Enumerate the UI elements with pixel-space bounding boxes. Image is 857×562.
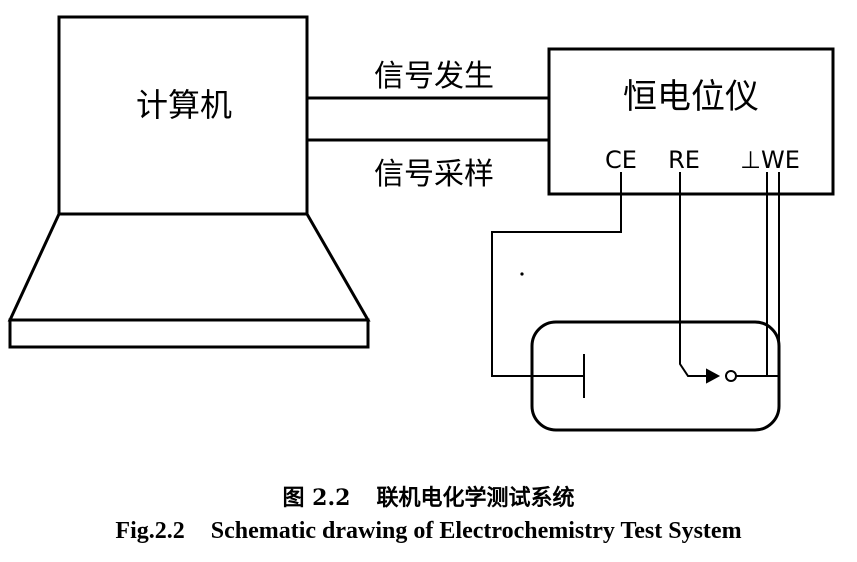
caption-en-number: Fig.2.2 bbox=[115, 518, 185, 544]
caption-cn-title: 联机电化学测试系统 bbox=[376, 485, 575, 511]
potentiostat-label: 恒电位仪 bbox=[623, 77, 759, 117]
computer-base bbox=[8, 318, 370, 349]
caption-chinese: 图 2.2 联机电化学测试系统 bbox=[0, 480, 857, 512]
computer-keyboard bbox=[7, 212, 371, 322]
terminal-re-label: RE bbox=[668, 146, 700, 174]
electrochemistry-system-diagram: 计算机 信号发生 信号采样 恒电位仪 CE RE ⊥WE bbox=[7, 15, 835, 432]
re-wire bbox=[679, 172, 716, 377]
caption-en-title: Schematic drawing of Electrochemistry Te… bbox=[210, 518, 742, 544]
terminal-ce-label: CE bbox=[605, 146, 637, 174]
potentiostat-box bbox=[547, 47, 835, 196]
caption-english: Fig.2.2 Schematic drawing of Electrochemi… bbox=[0, 518, 857, 545]
caption-cn-number: 图 2.2 bbox=[282, 485, 351, 511]
working-electrode bbox=[725, 370, 737, 382]
re-arrow bbox=[706, 368, 721, 384]
signal-in-label: 信号采样 bbox=[374, 157, 494, 192]
computer-label: 计算机 bbox=[136, 86, 232, 124]
terminal-we-label: ⊥WE bbox=[740, 146, 800, 174]
stray-dot bbox=[520, 272, 524, 276]
ce-wire bbox=[491, 172, 622, 377]
signal-out-label: 信号发生 bbox=[374, 59, 494, 94]
